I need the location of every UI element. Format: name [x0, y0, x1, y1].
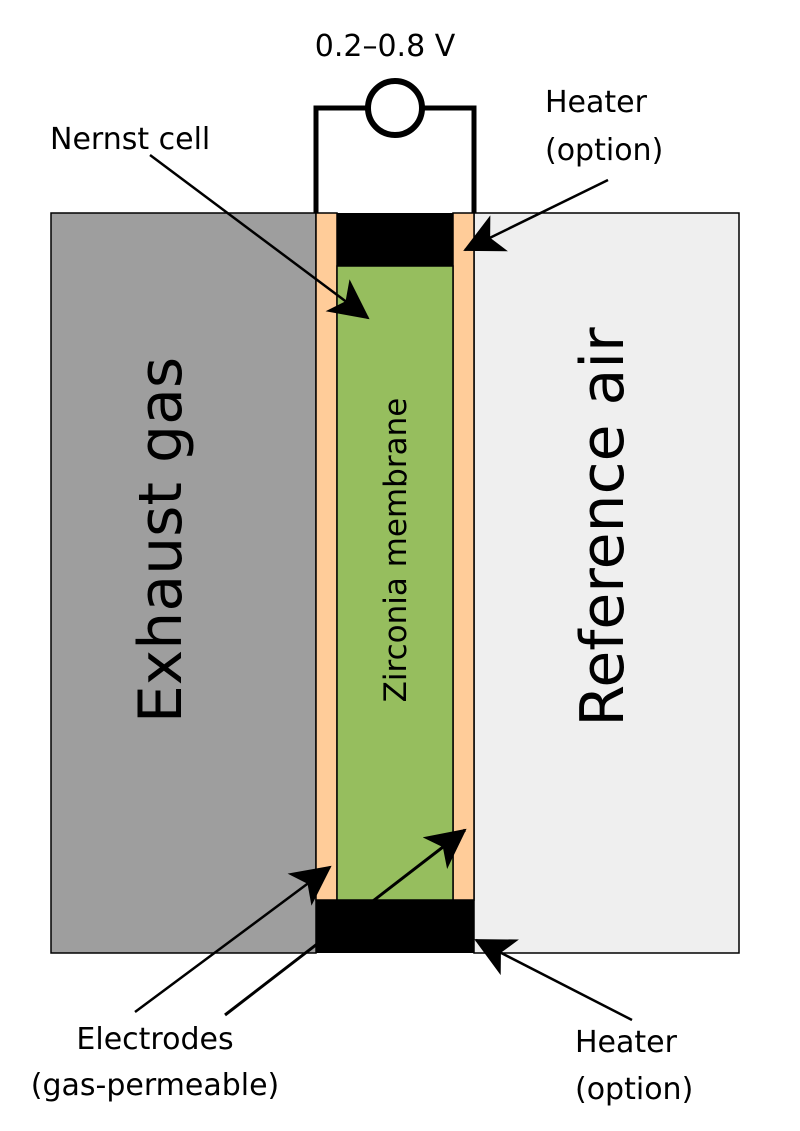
reference-air-region	[473, 212, 740, 954]
reference-air-label: Reference air	[568, 327, 638, 727]
heater-top-label-1: Heater	[545, 85, 648, 120]
electrodes-label-2: (gas-permeable)	[31, 1068, 280, 1103]
heater-top-label-2: (option)	[545, 133, 663, 168]
heater-bottom-label-2: (option)	[575, 1072, 693, 1107]
electrodes-label-1: Electrodes	[76, 1022, 233, 1057]
top-heater	[337, 213, 453, 266]
voltmeter-icon	[365, 78, 425, 138]
nernst-cell-label: Nernst cell	[50, 122, 210, 157]
zirconia-membrane-label: Zirconia membrane	[378, 398, 414, 703]
heater-top-arrow	[463, 178, 609, 252]
bottom-heater	[316, 900, 474, 953]
exhaust-gas-label: Exhaust gas	[126, 357, 196, 723]
heater-bottom-arrow	[474, 938, 633, 1022]
voltage-label: 0.2–0.8 V	[315, 29, 456, 64]
right-electrode	[452, 212, 475, 901]
circuit-wire	[313, 105, 477, 213]
electrode-left-arrow	[134, 865, 332, 1014]
left-electrode	[315, 212, 338, 901]
nernst-arrow	[149, 153, 370, 320]
exhaust-gas-region	[50, 212, 317, 954]
heater-bottom-label-1: Heater	[575, 1025, 678, 1060]
